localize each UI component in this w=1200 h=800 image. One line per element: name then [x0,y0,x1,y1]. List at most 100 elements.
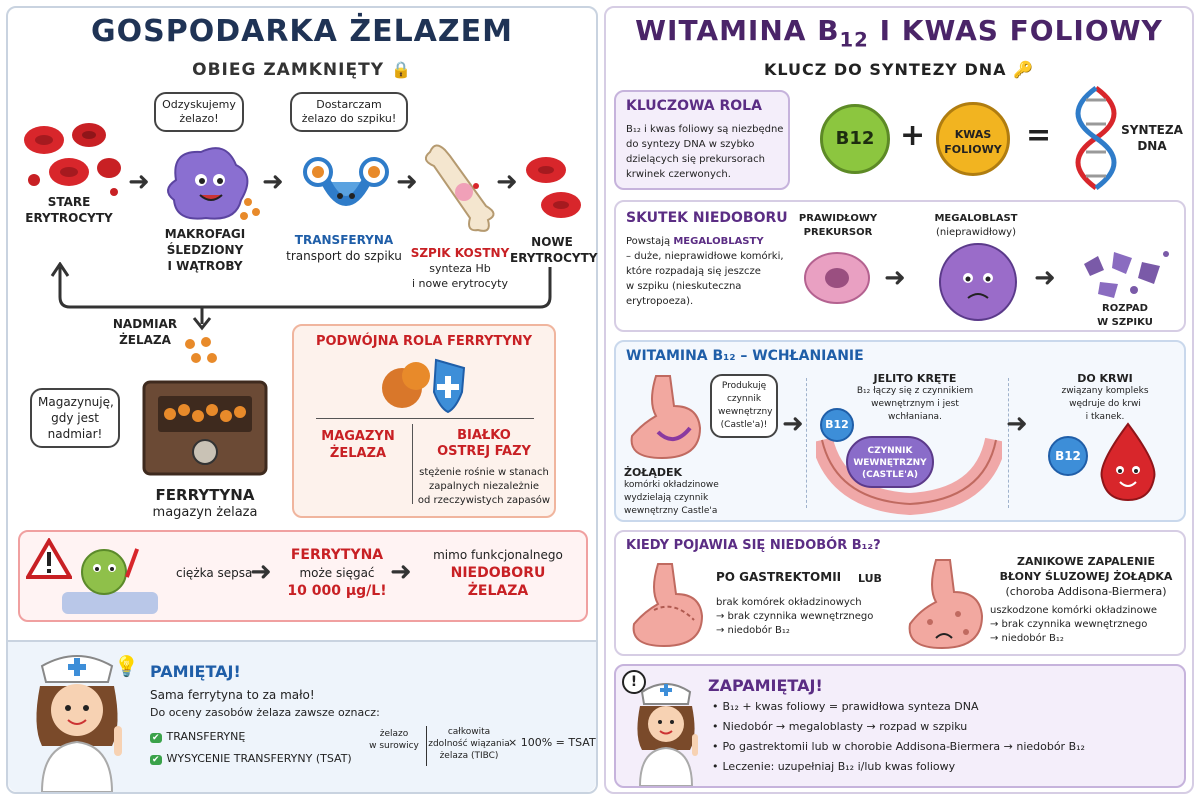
factor-1: CZYNNIK [867,446,913,456]
when-box [614,530,1186,656]
tsat-formula-tail: × 100% = TSAT [508,736,596,749]
key-role-box [614,90,790,190]
sepsis-despite: mimo funkcjonalnego [433,548,563,562]
remember-left-line1: Sama ferrytyna to za mało! [150,688,315,702]
absorption-title: WITAMINA B₁₂ – WCHŁANIANIE [626,348,864,364]
dual-right-1: BIAŁKO [457,428,511,443]
ferritin-bubble-2: gdy jest [51,411,99,425]
b12-ball-blood: B12 [1048,436,1088,476]
factor-2: WEWNĘTRZNY [853,458,927,468]
dual-right-2: OSTREJ FAZY [437,444,531,459]
remember-box-right [614,664,1186,788]
nurse-illustration-right [637,683,698,786]
dna-icon [1075,85,1117,191]
formula-den-3: żelaza (TIBC) [439,751,499,761]
blood-drop-icon [1100,422,1156,502]
macro-label-3: I WĄTROBY [167,259,243,273]
ileum-title: JELITO KRĘTE [873,372,957,385]
left-subtitle: OBIEG ZAMKNIĘTY 🔒 [6,60,598,80]
b12-ball-ileum: B12 [820,408,854,442]
key-role-text-4: krwinek czerwonych. [626,169,731,180]
atrophic-1: ZANIKOWE ZAPALENIE [1016,555,1156,568]
breakdown-2: W SZPIKU [1097,317,1153,328]
sepsis-ferritin: FERRYTYNA może sięgać 10 000 µg/L! [282,546,392,600]
atrophic-3: (choroba Addisona-Biermera) [1005,585,1167,598]
marrow-sub-1: synteza Hb [429,262,491,275]
intrinsic-factor-blob: CZYNNIK WEWNĘTRZNY (CASTLE'A) [846,436,934,488]
sepsis-def-1: NIEDOBORU [450,565,546,581]
stomach-text-2: wydzielają czynnik [624,493,709,503]
right-title-sub: 12 [839,28,869,52]
key-role-text-3: dzielących się prekursorach [626,154,765,165]
arrow-3-icon: ➜ [396,167,418,197]
ileum-text-3: wchłaniana. [888,412,942,422]
nurse-illustration-left [36,655,122,792]
old-rbc-illustration [24,123,121,196]
sepsis-ferritin-1: FERRYTYNA [290,547,384,563]
macro-bubble-line1: Odzyskujemy [162,98,236,111]
abs-divider-1 [806,378,807,508]
check-icon: ✔ [150,733,162,743]
folic-2: FOLIOWY [944,143,1002,156]
sepsis-ferritin-2: może sięgać [299,566,375,580]
macro-bubble-line2: żelazo! [179,112,219,125]
folic-character: KWAS FOLIOWY [936,102,1010,176]
formula-num-2: w surowicy [369,741,419,751]
stomach-text-3: wewnętrzny Castle'a [624,506,718,516]
macrophage-illustration [167,147,260,220]
normal-cell-icon [804,252,870,304]
ferritin-title: FERRYTYNA [155,486,255,504]
right-subtitle: KLUCZ DO SYNTEZY DNA 🔑 [604,60,1194,79]
or-label: LUB [858,572,882,585]
stomach-bubble-4: (Castle'a)! [720,420,768,430]
arrow-def-1-icon: ➜ [884,263,906,293]
blood-text-3: i tkanek. [1085,412,1125,422]
gastrectomy-text-2: → brak czynnika wewnętrznego [716,611,874,622]
arrow-sepsis-2-icon: ➜ [390,557,412,587]
atrophic-label: ZANIKOWE ZAPALENIE BŁONY ŚLUZOWEJ ŻOŁĄDK… [988,554,1184,599]
deficiency-pre: Powstają [626,236,674,247]
deficiency-highlight: MEGALOBLASTY [673,236,764,247]
deficiency-text: Powstają MEGALOBLASTY – duże, nieprawidł… [626,234,786,309]
bone-marrow-illustration [424,144,495,232]
blood-text-1: związany kompleks [1061,386,1149,396]
gastrectomy-text-1: brak komórek okładzinowych [716,597,862,608]
stomach-text-1: komórki okładzinowe [624,480,719,490]
sepsis-deficiency: mimo funkcjonalnego NIEDOBORU ŻELAZA [420,546,576,600]
gastrectomy-label: PO GASTREKTOMII [716,570,842,584]
dna-2: DNA [1137,139,1167,153]
atrophic-text-3: → niedobór B₁₂ [990,633,1064,644]
ferritin-label: FERRYTYNA magazyn żelaza [130,486,280,522]
remember-left-title: PAMIĘTAJ! [150,662,241,681]
stomach-bubble-2: czynnik [726,394,762,404]
macro-label: MAKROFAGI ŚLEDZIONY I WĄTROBY [150,226,260,274]
macro-bubble: Odzyskujemy żelazo! [154,92,244,132]
megaloblast-icon [939,243,1017,321]
abs-divider-2 [1008,378,1009,508]
blood-label: DO KRWI związany kompleks wędruje do krw… [1040,372,1170,424]
breakdown-icon [1084,251,1169,298]
transferrin-bubble-line1: Dostarczam [316,98,382,111]
remember-right-item2-text: Niedobór → megaloblasty → rozpad w szpik… [722,720,968,733]
plus-sign: + [900,118,926,153]
key-icon: 🔑 [1013,60,1035,79]
megaloblast-2: (nieprawidłowy) [935,227,1017,238]
dual-note-3: od rzeczywistych zapasów [417,495,551,506]
blood-title: DO KRWI [1077,372,1133,385]
warning-icon [26,538,72,579]
megaloblast-label: MEGALOBLAST (nieprawidłowy) [918,212,1034,240]
stomach-gastrectomy-icon [632,563,704,648]
left-subtitle-text: OBIEG ZAMKNIĘTY [192,60,385,80]
exclamation-icon: ! [622,670,646,694]
sepsis-def-2: ŻELAZA [467,583,529,599]
stomach-icon [630,375,702,460]
folic-1: KWAS [954,128,992,141]
ileum-text-1: B₁₂ łączy się z czynnikiem [856,386,974,396]
marrow-title: SZPIK KOSTNY [410,246,510,260]
iron-dots [185,337,217,363]
transferrin-bubble-line2: żelazo do szpiku! [301,112,397,125]
arrow-2-icon: ➜ [262,167,284,197]
right-title-a: WITAMINA B [635,14,840,47]
new-rbc-label: NOWE ERYTROCYTY [510,234,597,266]
b12-character: B12 [820,104,890,174]
